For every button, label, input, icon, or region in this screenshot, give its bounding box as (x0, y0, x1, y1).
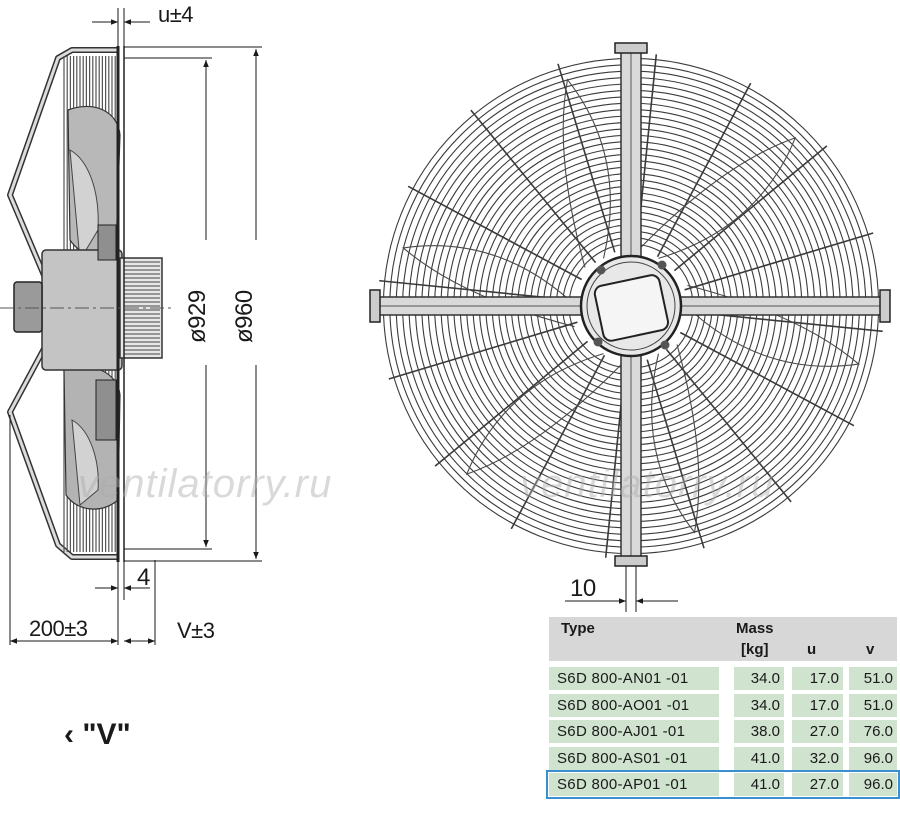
view-v-label: ‹ "V" (64, 718, 131, 751)
table-row: S6D 800-AP01 -01 41.0 27.0 96.0 (546, 770, 900, 799)
header-mass-unit: [kg] (741, 641, 769, 658)
table-header-bg (549, 617, 897, 661)
cell-u: 17.0 (792, 667, 843, 690)
header-u: u (807, 641, 817, 658)
header-type: Type (561, 620, 595, 637)
cell-type: S6D 800-AP01 -01 (549, 773, 719, 796)
cell-type: S6D 800-AS01 -01 (549, 746, 719, 770)
header-v: v (866, 641, 875, 658)
dim-gap-10: 10 (570, 575, 596, 602)
cell-mass: 34.0 (734, 693, 784, 717)
dim-gap-4: 4 (137, 564, 150, 591)
cell-type: S6D 800-AO01 -01 (549, 693, 719, 717)
cell-type: S6D 800-AN01 -01 (549, 667, 719, 690)
side-dimensions (0, 8, 262, 645)
side-view (7, 46, 163, 562)
dim-diameter-960: ø960 (231, 290, 258, 343)
dim-u-tolerance: u±4 (158, 2, 194, 27)
cell-mass: 41.0 (734, 746, 784, 770)
cell-mass: 34.0 (734, 667, 784, 690)
dim-depth-200: 200±3 (29, 616, 88, 641)
cell-v: 51.0 (849, 693, 897, 717)
header-mass: Mass (736, 620, 774, 637)
watermark-right: ventilatorry.ru (520, 462, 775, 506)
cell-v: 96.0 (849, 746, 897, 770)
watermark-left: ventilatorry.ru (78, 462, 333, 506)
cell-v: 76.0 (849, 720, 897, 743)
dim-diameter-929: ø929 (184, 290, 211, 343)
table-row: S6D 800-AJ01 -01 38.0 27.0 76.0 (549, 720, 897, 743)
cell-u: 17.0 (792, 693, 843, 717)
cell-u: 32.0 (792, 746, 843, 770)
front-view (369, 42, 891, 612)
cell-type: S6D 800-AJ01 -01 (549, 720, 719, 743)
cell-v: 96.0 (849, 773, 897, 796)
cell-v: 51.0 (849, 667, 897, 690)
table-row: S6D 800-AN01 -01 34.0 17.0 51.0 (549, 667, 897, 690)
cell-mass: 41.0 (734, 773, 784, 796)
cell-u: 27.0 (792, 773, 843, 796)
dim-v-tolerance: V±3 (177, 618, 215, 643)
cell-u: 27.0 (792, 720, 843, 743)
cell-mass: 38.0 (734, 720, 784, 743)
